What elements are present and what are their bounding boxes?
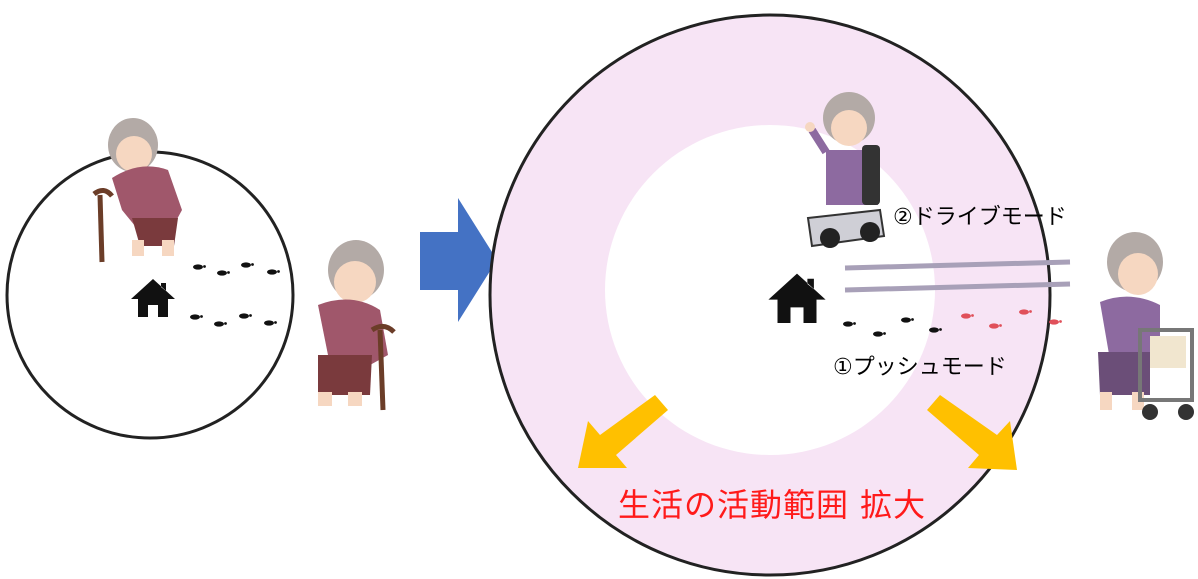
right-arrow-icon (420, 198, 497, 322)
drive-mode-label: ②ドライブモード (893, 205, 1067, 230)
expanded-range-label: 生活の活動範囲 拡大 (618, 486, 927, 524)
elderly-woman-walker-figure (1098, 232, 1194, 420)
expand-arrow-left-icon (578, 395, 668, 468)
elderly-woman-walking-figure (318, 240, 396, 411)
elderly-woman-cane-figure (92, 118, 182, 263)
expand-arrow-right-icon (927, 395, 1017, 470)
drive-speed-lines (844, 259, 1071, 293)
power-wheelchair-user-figure (805, 92, 886, 248)
push-mode-label: ①プッシュモード (833, 355, 1007, 380)
